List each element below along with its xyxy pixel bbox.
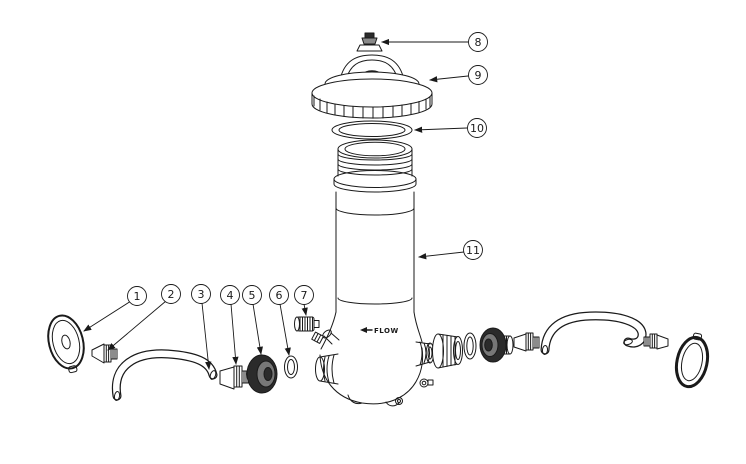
part-left-end-cap <box>47 314 85 374</box>
callout-9: 9 <box>429 65 488 85</box>
part-bleed-valve <box>356 32 383 52</box>
callout-4: 4 <box>220 285 240 365</box>
part-right-hose-fitting <box>643 333 669 350</box>
part-right-end-cap <box>674 332 710 389</box>
part-lid <box>311 54 433 119</box>
callouts: 1 2 3 4 5 6 <box>83 32 488 370</box>
flow-direction-label: FLOW <box>360 327 399 335</box>
callout-10: 10 <box>414 118 487 138</box>
callout-8-label: 8 <box>475 36 482 49</box>
callout-1: 1 <box>83 286 147 332</box>
part-right-oring <box>463 332 477 360</box>
callout-6-label: 6 <box>276 289 283 302</box>
callout-3-label: 3 <box>198 288 205 301</box>
part-left-oring <box>284 355 298 379</box>
part-lid-oring <box>331 120 413 140</box>
callout-5-label: 5 <box>249 289 256 302</box>
callout-8: 8 <box>381 32 488 52</box>
callout-7-label: 7 <box>301 289 308 302</box>
flow-text: FLOW <box>374 327 399 335</box>
callout-5: 5 <box>242 285 263 355</box>
callout-2: 2 <box>107 284 181 351</box>
callout-6: 6 <box>269 285 291 356</box>
part-tank-body: FLOW <box>315 139 435 407</box>
part-left-flange-nut <box>246 354 278 394</box>
part-right-flange-adapter <box>479 327 514 363</box>
part-right-hose <box>540 311 647 355</box>
part-left-hose <box>111 349 218 401</box>
part-left-hose-fitting <box>91 343 118 364</box>
callout-11-label: 11 <box>466 244 480 257</box>
callout-2-label: 2 <box>168 288 175 301</box>
part-left-barb-adapter <box>219 365 249 390</box>
callout-9-label: 9 <box>475 69 482 82</box>
part-control-knob <box>294 316 324 344</box>
callout-1-label: 1 <box>134 290 141 303</box>
callout-10-label: 10 <box>470 122 484 135</box>
callout-4-label: 4 <box>227 289 234 302</box>
part-right-barb-adapter <box>513 332 540 352</box>
callout-7: 7 <box>294 285 314 316</box>
callout-3: 3 <box>191 284 212 370</box>
callout-11: 11 <box>418 240 483 260</box>
part-union-nut <box>432 333 463 369</box>
